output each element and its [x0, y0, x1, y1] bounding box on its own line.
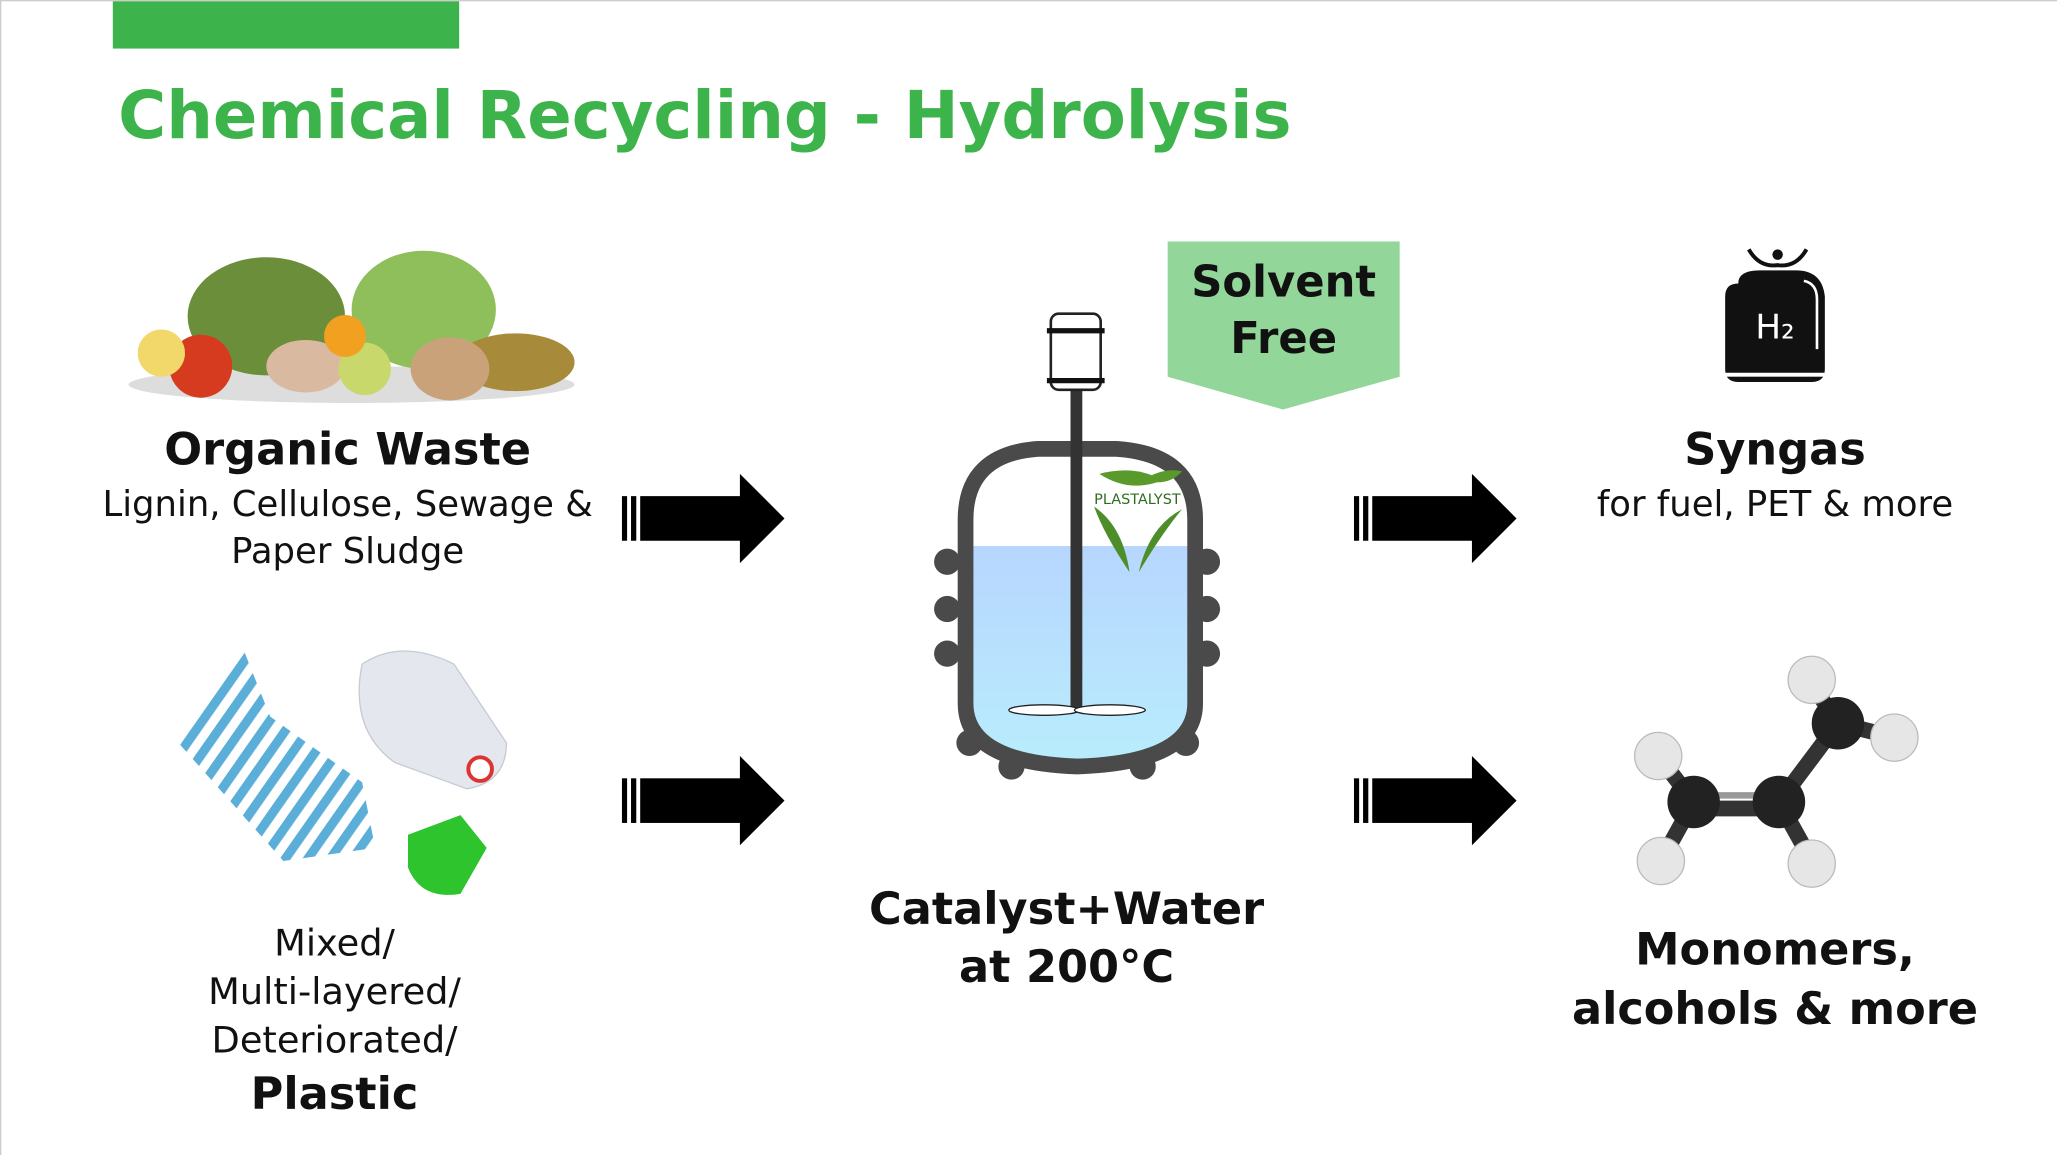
- process-line1: Catalyst+Water: [868, 883, 1265, 936]
- badge-line1: Solvent: [1191, 255, 1377, 308]
- badge-line2: Free: [1230, 312, 1338, 364]
- arrow-right-icon: [1353, 473, 1517, 564]
- plastalyst-logo: PLASTALYST: [1094, 470, 1183, 573]
- monomers-line2: alcohols & more: [1571, 983, 1979, 1036]
- syngas-subtitle: for fuel, PET & more: [1596, 484, 1954, 525]
- plastic-line1: Mixed/: [274, 921, 395, 965]
- solvent-free-badge: [1167, 241, 1400, 410]
- process-line2: at 200°C: [959, 941, 1175, 994]
- plastic-line3: Deteriorated/: [211, 1018, 458, 1062]
- monomers-line1: Monomers,: [1635, 924, 1915, 977]
- arrow-right-icon: [621, 473, 785, 564]
- svg-text:H₂: H₂: [1755, 308, 1794, 348]
- organic-waste-title: Organic Waste: [164, 423, 532, 477]
- organic-waste-line1: Lignin, Cellulose, Sewage &: [102, 484, 593, 525]
- molecule-illustration: [1633, 655, 1919, 888]
- svg-text:PLASTALYST: PLASTALYST: [1094, 492, 1181, 508]
- reactor-vessel-illustration: PLASTALYST: [934, 312, 1221, 780]
- hydrogen-tank-icon: H₂: [1725, 248, 1825, 382]
- plastic-title: Plastic: [250, 1068, 419, 1121]
- syngas-title: Syngas: [1684, 423, 1866, 477]
- arrow-right-icon: [1353, 756, 1517, 846]
- organic-waste-line2: Paper Sludge: [231, 531, 465, 573]
- title-accent-bar: [112, 1, 460, 49]
- plastic-line2: Multi-layered/: [208, 969, 461, 1014]
- organic-waste-image: [128, 250, 575, 403]
- arrow-right-icon: [621, 756, 785, 846]
- slide-title: Chemical Recycling - Hydrolysis: [118, 77, 1292, 154]
- plastic-waste-image: [178, 650, 508, 895]
